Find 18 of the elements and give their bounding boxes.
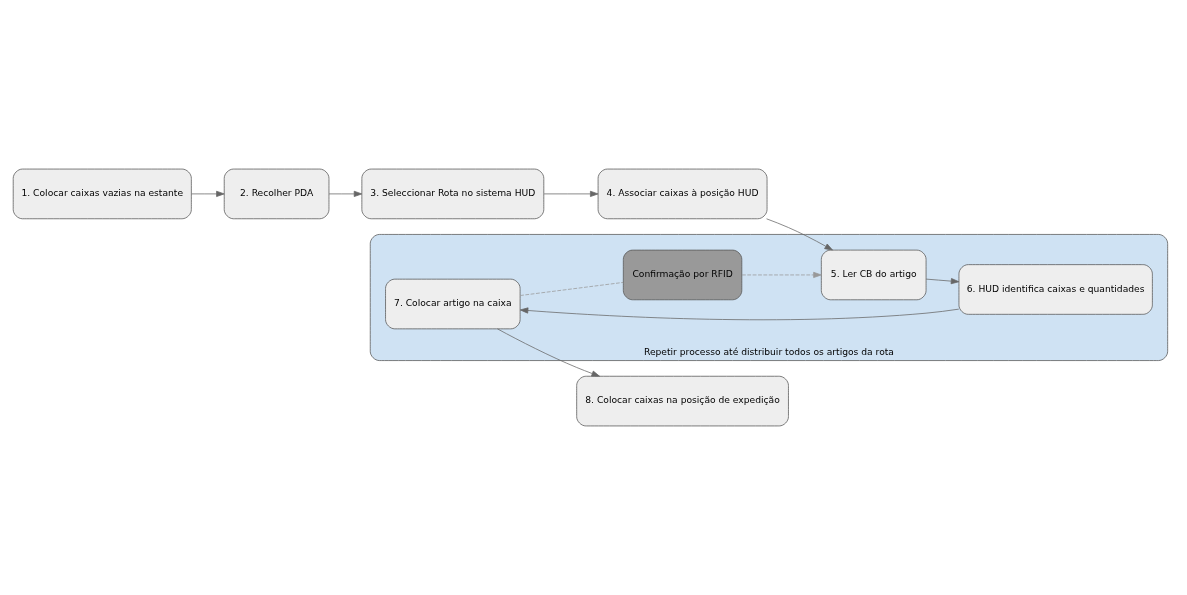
arrow: [519, 307, 960, 321]
arrow: [925, 278, 960, 285]
connector: [519, 282, 624, 296]
node-box: 6. HUD identifica caixas e quantidades: [958, 264, 1153, 315]
arrow: [766, 218, 833, 251]
node-box: 3. Seleccionar Rota no sistema HUD: [361, 168, 545, 220]
arrow: [543, 190, 599, 197]
node-box: 8. Colocar caixas na posição de expedição: [576, 375, 789, 427]
node-box: Confirmação por RFID: [622, 249, 743, 301]
node-box: 5. Ler CB do artigo: [820, 249, 927, 301]
node-box: 1. Colocar caixas vazias na estante: [12, 168, 192, 220]
arrow: [191, 190, 225, 197]
arrow: [741, 271, 822, 278]
arrow: [497, 328, 600, 377]
node-box: 7. Colocar artigo na caixa: [385, 278, 521, 330]
node-box: 2. Recolher PDA: [223, 168, 330, 220]
node-box: 4. Associar caixas à posição HUD: [597, 168, 768, 220]
arrow: [328, 190, 363, 197]
